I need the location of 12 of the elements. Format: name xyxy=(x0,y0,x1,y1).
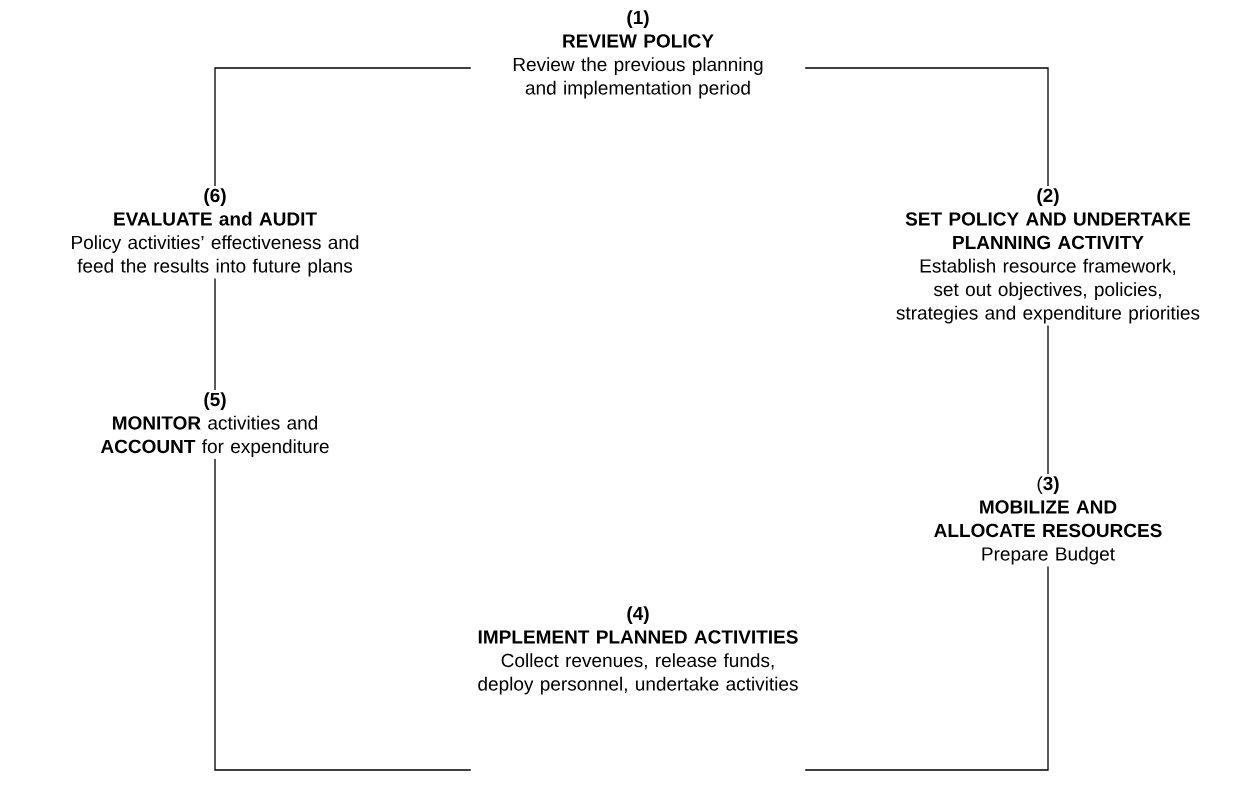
connector-line xyxy=(214,67,472,187)
step-text: (3) MOBILIZE AND ALLOCATE RESOURCES Prepare Budget xyxy=(934,476,1162,565)
step-text: (6) EVALUATE and AUDIT Policy activities’ effectiveness and feed the results into future plans xyxy=(72,188,359,277)
connector-line xyxy=(804,565,1049,771)
connector-line xyxy=(214,458,472,771)
step-text: (1) REVIEW POLICY Review the previous planning and implementation period xyxy=(513,10,763,99)
connector-line xyxy=(804,67,1049,187)
step-text: (5) MONITOR activities and ACCOUNT for expenditure xyxy=(100,392,329,457)
connector-line xyxy=(1047,324,1049,475)
step-text: (2) SET POLICY AND UNDERTAKE PLANNING ACTIVITY Establish resource framework, set out objectives, policies, strategies and expenditure priorities xyxy=(896,188,1200,324)
connector-line xyxy=(214,277,216,391)
step-text: (4) IMPLEMENT PLANNED ACTIVITIES Collect revenues, release funds, deploy personnel, undertake activities xyxy=(478,606,798,695)
